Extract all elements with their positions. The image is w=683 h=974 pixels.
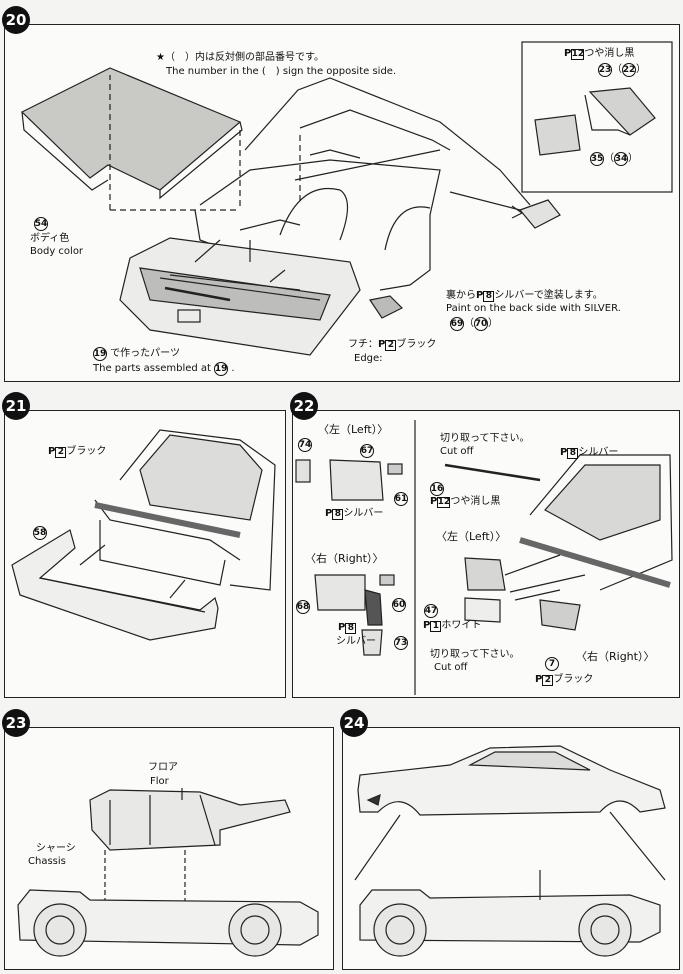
floor-jp: フロア bbox=[148, 762, 178, 773]
cutoff-top-en: Cut off bbox=[440, 446, 474, 457]
mirror-color-label: P12つや消し黒 bbox=[564, 48, 635, 60]
cutoff-bottom-jp: 切り取って下さい。 bbox=[430, 649, 520, 660]
step-20-badge: 20 bbox=[2, 6, 30, 34]
part-58-label: 58 bbox=[33, 526, 47, 540]
right-mid-label: 〈右（Right）〉 bbox=[576, 650, 655, 663]
part-69-70-label: 69（70） bbox=[450, 317, 498, 331]
cutoff-bottom-en: Cut off bbox=[434, 662, 468, 673]
body-color-en: Body color bbox=[30, 246, 84, 257]
part-67-label: 67 bbox=[360, 444, 374, 458]
matte-black-label: P12つや消し黒 bbox=[430, 496, 501, 508]
left-mid-label: 〈左（Left）〉 bbox=[436, 530, 507, 543]
left-top-label: 〈左（Left）〉 bbox=[318, 423, 389, 436]
part-60-label: 60 bbox=[392, 598, 406, 612]
chassis-jp: シャーシ bbox=[36, 843, 76, 854]
part-61-label: 61 bbox=[394, 492, 408, 506]
part-54-label: 54 bbox=[34, 217, 48, 231]
opposite-side-note-jp: ★（ ）内は反対側の部品番号です。 bbox=[156, 52, 324, 63]
step-23-badge: 23 bbox=[2, 709, 30, 737]
body-color-jp: ボディ色 bbox=[30, 233, 70, 244]
step-20-illustration bbox=[20, 41, 673, 356]
part-16-label: 16 bbox=[430, 482, 444, 496]
part-35-34-label: 35（34） bbox=[590, 152, 638, 166]
cutoff-top-jp: 切り取って下さい。 bbox=[440, 433, 530, 444]
chassis-en: Chassis bbox=[28, 856, 66, 867]
part-74-label: 74 bbox=[298, 438, 312, 452]
paint-back-en: Paint on the back side with SILVER. bbox=[446, 303, 621, 314]
step-22-badge: 22 bbox=[290, 392, 318, 420]
assembled-part-en: The parts assembled at 19 . bbox=[93, 362, 235, 376]
part-7-label: 7 bbox=[545, 657, 559, 671]
part-73-label: 73 bbox=[394, 636, 408, 650]
opposite-side-note-en: The number in the ( ) sign the opposite … bbox=[166, 66, 397, 77]
edge-label-en: Edge: bbox=[354, 353, 383, 364]
step-24-badge: 24 bbox=[340, 709, 368, 737]
part-68-label: 68 bbox=[296, 600, 310, 614]
floor-en: Flor bbox=[150, 776, 169, 787]
right-top-label: 〈右（Right）〉 bbox=[305, 552, 384, 565]
assembled-part-jp: 19 で作ったパーツ bbox=[93, 347, 180, 361]
step-22-panel bbox=[292, 410, 680, 698]
bottom-silver-label: シルバー bbox=[336, 636, 376, 647]
part-47-label: 47 bbox=[424, 604, 438, 618]
step-21-badge: 21 bbox=[2, 392, 30, 420]
part-23-22-label: 23（22） bbox=[598, 63, 646, 77]
